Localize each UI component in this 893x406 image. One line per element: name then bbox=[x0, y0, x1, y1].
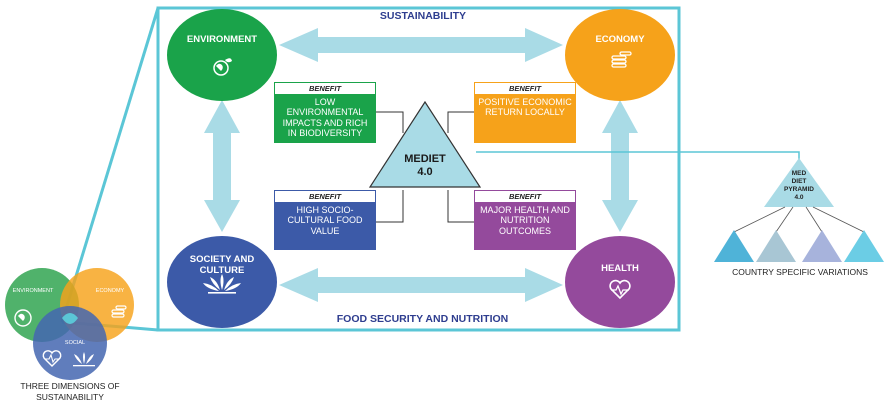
benefit-health: BENEFIT MAJOR HEALTH AND NUTRITION OUTCO… bbox=[474, 190, 576, 250]
benefit-environment: BENEFIT LOW ENVIRONMENTAL IMPACTS AND RI… bbox=[274, 82, 376, 143]
environment-label: ENVIRONMENT bbox=[186, 34, 258, 45]
country-variation-2 bbox=[756, 230, 796, 262]
pyramid-label-4: 4.0 bbox=[794, 194, 804, 201]
benefit-heading: BENEFIT bbox=[475, 191, 575, 202]
country-variations-label: COUNTRY SPECIFIC VARIATIONS bbox=[732, 267, 868, 277]
sustainability-title: SUSTAINABILITY bbox=[379, 10, 467, 22]
benefit-text: HIGH SOCIO-CULTURAL FOOD VALUE bbox=[275, 202, 375, 250]
arrow-env-economy bbox=[279, 28, 563, 62]
venn-economy-label: ECONOMY bbox=[95, 288, 125, 294]
med-diet-pyramid bbox=[764, 158, 834, 207]
arrow-env-society bbox=[204, 100, 240, 232]
venn-lotus-icon bbox=[73, 352, 95, 367]
pyramid-branches bbox=[733, 206, 865, 233]
pyramid-label-1: MED bbox=[791, 170, 807, 177]
pyramid-label-3: PYRAMID bbox=[784, 186, 814, 193]
venn-caption-line1: THREE DIMENSIONS OF bbox=[20, 381, 120, 391]
arrow-society-health bbox=[279, 268, 563, 302]
venn-social-label: SOCIAL bbox=[64, 340, 86, 346]
country-variation-4 bbox=[844, 230, 884, 262]
country-variation-1 bbox=[714, 230, 754, 262]
globe-leaf-icon bbox=[213, 58, 232, 76]
food-security-title: FOOD SECURITY AND NUTRITION bbox=[336, 313, 509, 325]
arrow-economy-health bbox=[602, 100, 638, 232]
country-variation-3 bbox=[802, 230, 842, 262]
venn-heart-icon bbox=[42, 350, 62, 367]
venn-globe-icon bbox=[14, 309, 32, 327]
benefit-text: LOW ENVIRONMENTAL IMPACTS AND RICH IN BI… bbox=[275, 94, 375, 143]
benefit-text: MAJOR HEALTH AND NUTRITION OUTCOMES bbox=[475, 202, 575, 250]
projection-line-top bbox=[60, 7, 160, 323]
venn-coins-icon bbox=[111, 305, 127, 318]
benefit-society: BENEFIT HIGH SOCIO-CULTURAL FOOD VALUE bbox=[274, 190, 376, 250]
society-label: SOCIETY AND CULTURE bbox=[189, 254, 255, 276]
heart-pulse-icon bbox=[609, 279, 631, 300]
venn-intersection bbox=[62, 313, 78, 324]
coins-icon bbox=[611, 51, 632, 68]
mediet-label: MEDIET bbox=[404, 153, 446, 165]
benefit-economy: BENEFIT POSITIVE ECONOMIC RETURN LOCALLY bbox=[474, 82, 576, 143]
benefit-text: POSITIVE ECONOMIC RETURN LOCALLY bbox=[475, 94, 575, 143]
venn-environment-label: ENVIRONMENT bbox=[12, 288, 54, 294]
mediet-triangle bbox=[368, 100, 482, 188]
pyramid-connector bbox=[476, 151, 800, 160]
benefit-connectors bbox=[376, 111, 474, 223]
benefit-heading: BENEFIT bbox=[475, 83, 575, 94]
benefit-heading: BENEFIT bbox=[275, 191, 375, 202]
economy-label: ECONOMY bbox=[595, 34, 645, 45]
venn-caption-line2: SUSTAINABILITY bbox=[36, 392, 104, 402]
pyramid-label-2: DIET bbox=[791, 178, 807, 185]
mediet-version: 4.0 bbox=[417, 166, 433, 178]
benefit-heading: BENEFIT bbox=[275, 83, 375, 94]
health-label: HEALTH bbox=[601, 263, 639, 274]
environment-circle bbox=[167, 9, 277, 101]
lotus-icon bbox=[203, 274, 241, 294]
